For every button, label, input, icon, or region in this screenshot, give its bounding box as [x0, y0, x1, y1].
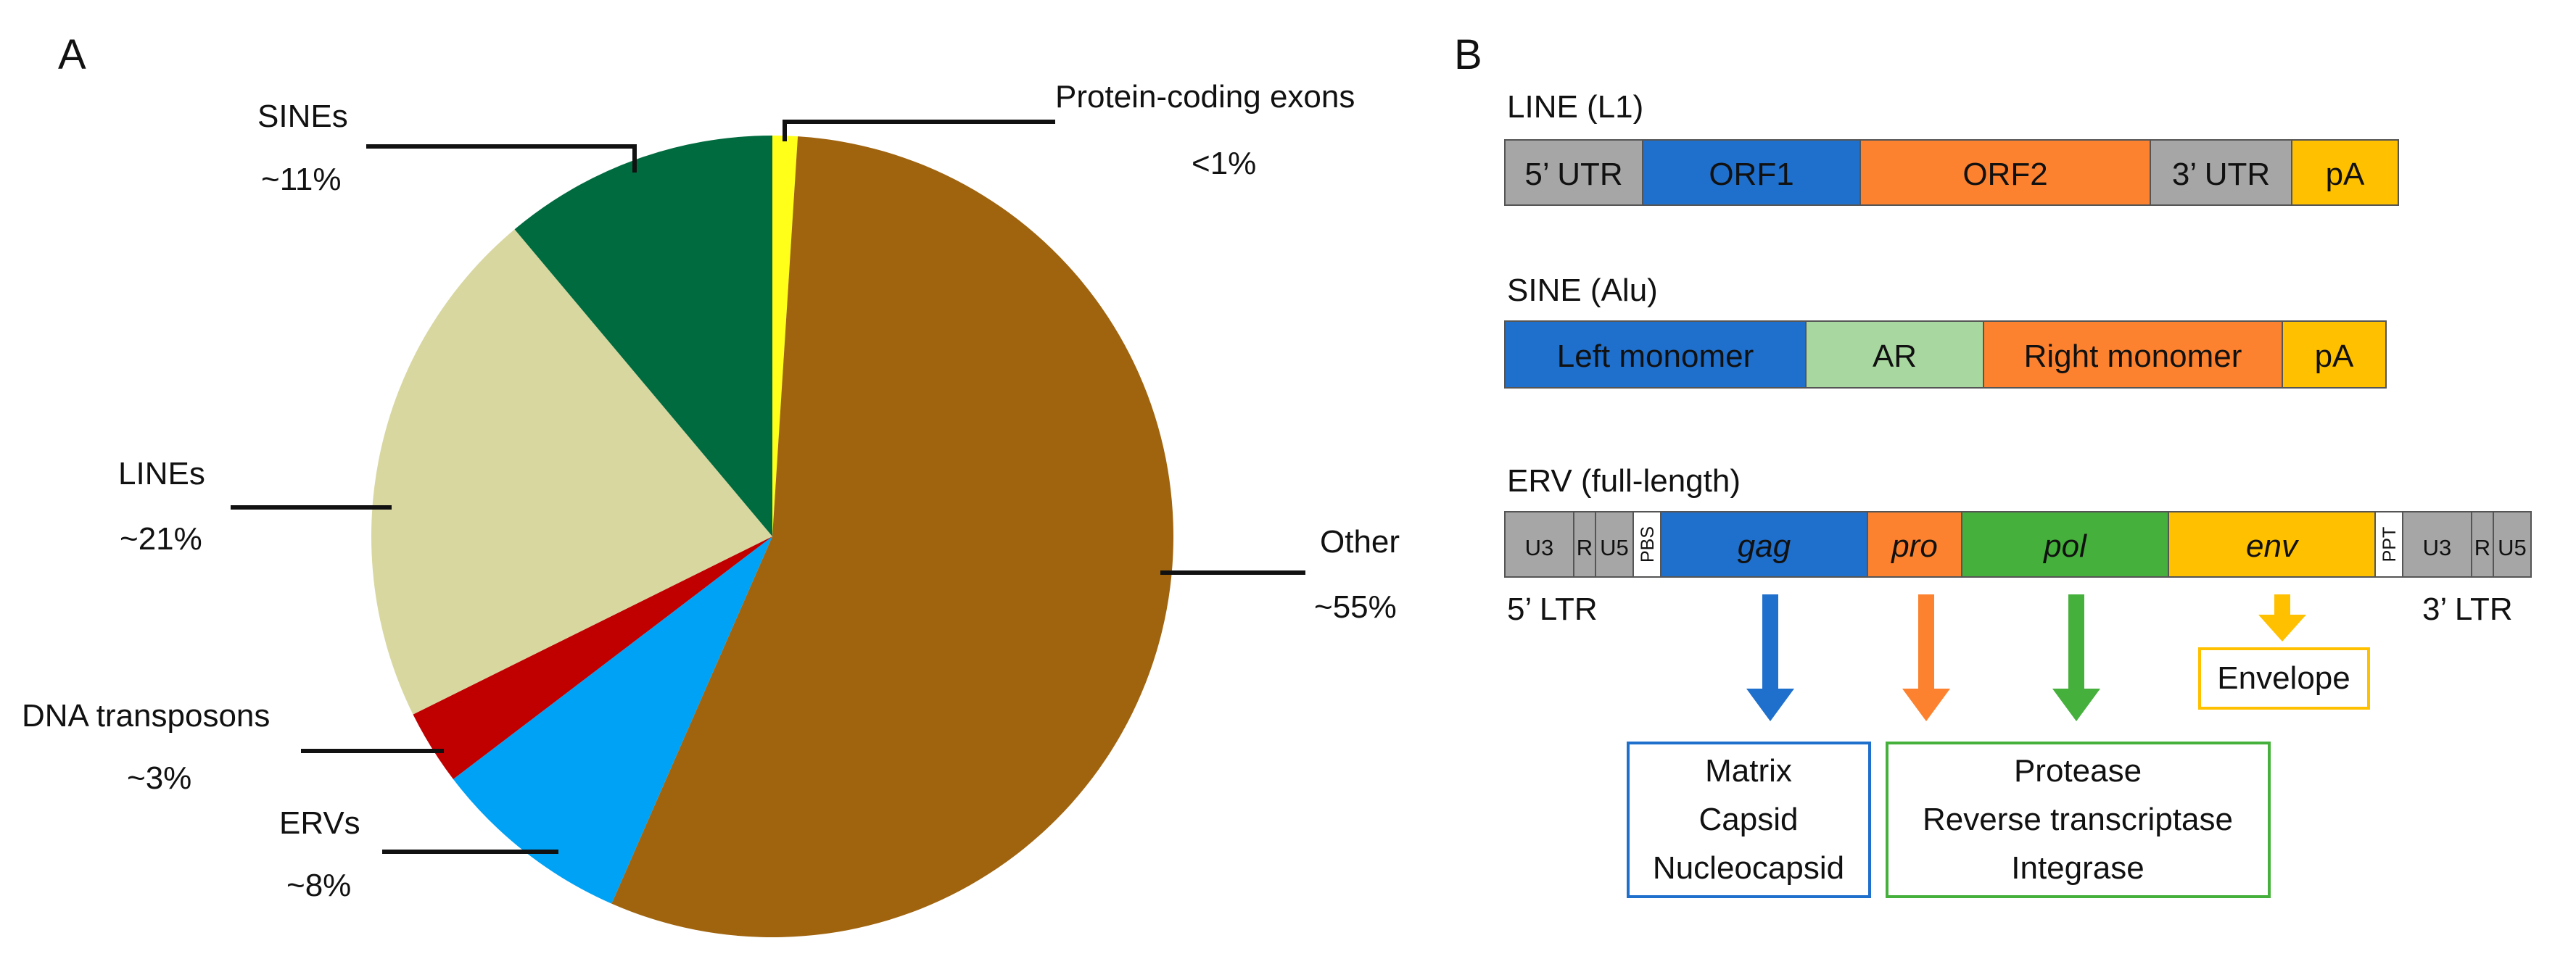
- erv-5-pro-segment: [1867, 511, 1962, 578]
- pol-product-reverse-transcriptase: Reverse transcriptase: [1923, 802, 2233, 837]
- gag-product-capsid: Capsid: [1699, 802, 1799, 837]
- label-protein-coding-value: <1%: [1192, 146, 1256, 181]
- panel-a: A Protein-coding exons <1% Other ~55% ER…: [22, 31, 1400, 937]
- erv-segment-label-3: PBS: [1638, 526, 1658, 562]
- label-ervs-name: ERVs: [279, 805, 360, 841]
- env-arrow: [2258, 594, 2306, 642]
- sine-segment-label-3: pA: [2315, 339, 2354, 374]
- label-sines-value: ~11%: [261, 162, 342, 197]
- envelope-label: Envelope: [2217, 660, 2350, 696]
- erv-0-u3-segment: [1504, 511, 1574, 578]
- erv-segment-label-8: PPT: [2379, 527, 2400, 562]
- erv-8-ppt-segment: [2374, 511, 2403, 578]
- line-title: LINE (L1): [1507, 89, 1643, 125]
- erv-segment-label-6: pol: [2042, 528, 2087, 564]
- erv-11-u5-segment: [2493, 511, 2532, 578]
- pie-leader-lines: [231, 120, 1305, 854]
- line-1-orf1-segment: [1642, 139, 1861, 206]
- erv-title: ERV (full-length): [1507, 463, 1741, 499]
- envelope-box: Envelope: [2198, 647, 2370, 710]
- erv-segment-label-1: R: [1577, 535, 1593, 560]
- erv-segment-label-2: U5: [1600, 535, 1629, 560]
- erv-segment-label-0: U3: [1525, 535, 1554, 560]
- erv-9-u3-segment: [2402, 511, 2472, 578]
- erv-segment-label-5: pro: [1890, 528, 1938, 564]
- erv-5-ltr-label: 5’ LTR: [1507, 591, 1598, 627]
- pie-chart: [371, 136, 1173, 937]
- line-2-orf2-segment: [1859, 139, 2151, 206]
- sine-1-ar-segment: [1805, 320, 1984, 389]
- pie-slice-sines: [514, 136, 772, 536]
- gag-arrow: [1746, 594, 1794, 721]
- sine-track: Left monomer AR Right monomer pA: [1504, 320, 2387, 389]
- pie-slice-protein-coding-exons: [772, 136, 798, 536]
- panel-b-letter: B: [1454, 31, 1482, 78]
- sine-3-pa-segment: [2282, 320, 2387, 389]
- erv-7-env-segment: [2168, 511, 2376, 578]
- erv-1-r-segment: [1573, 511, 1596, 578]
- line-3-3-utr-segment: [2150, 139, 2292, 206]
- line-4-pa-segment: [2291, 139, 2399, 206]
- leader-sines: [366, 144, 637, 173]
- erv-4-gag-segment: [1660, 511, 1868, 578]
- erv-3-ltr-label: 3’ LTR: [2422, 591, 2513, 627]
- pol-products-box: Protease Reverse transcriptase Integrase: [1886, 742, 2271, 898]
- gag-product-matrix: Matrix: [1705, 753, 1792, 789]
- label-lines-value: ~21%: [120, 521, 202, 557]
- pol-product-integrase: Integrase: [2011, 850, 2144, 886]
- erv-track: U3 R U5 PBS gag pro pol env PPT U3 R U5: [1504, 511, 2532, 578]
- line-segment-label-3: 3’ UTR: [2172, 157, 2270, 192]
- line-segment-label-1: ORF1: [1709, 157, 1793, 192]
- sine-title: SINE (Alu): [1507, 273, 1658, 308]
- pie-slice-other: [611, 136, 1173, 937]
- erv-segment-label-11: U5: [2498, 535, 2527, 560]
- label-ervs-value: ~8%: [286, 868, 351, 903]
- pol-arrow: [2052, 594, 2100, 721]
- line-segment-label-4: pA: [2326, 157, 2365, 192]
- label-other-value: ~55%: [1314, 589, 1397, 625]
- line-segment-label-2: ORF2: [1962, 157, 2047, 192]
- gag-products-box: Matrix Capsid Nucleocapsid: [1627, 742, 1871, 898]
- erv-10-r-segment: [2471, 511, 2494, 578]
- panel-a-letter: A: [58, 31, 86, 78]
- erv-segment-label-7: env: [2246, 528, 2300, 564]
- sine-segment-label-1: AR: [1873, 339, 1917, 374]
- erv-segment-label-4: gag: [1738, 528, 1791, 564]
- line-track: 5’ UTR ORF1 ORF2 3’ UTR pA: [1504, 139, 2399, 206]
- label-lines-name: LINEs: [118, 456, 205, 491]
- erv-6-pol-segment: [1961, 511, 2169, 578]
- erv-3-pbs-segment: [1632, 511, 1661, 578]
- label-sines-name: SINEs: [257, 99, 348, 134]
- label-protein-coding-name: Protein-coding exons: [1055, 79, 1355, 115]
- line-segment-label-0: 5’ UTR: [1524, 157, 1622, 192]
- erv-segment-label-9: U3: [2423, 535, 2452, 560]
- gag-product-nucleocapsid: Nucleocapsid: [1653, 850, 1844, 886]
- erv-segment-label-10: R: [2474, 535, 2490, 560]
- sine-segment-label-2: Right monomer: [2024, 339, 2242, 374]
- pie-slice-lines: [371, 229, 772, 715]
- sine-segment-label-0: Left monomer: [1557, 339, 1754, 374]
- pol-product-protease: Protease: [2014, 753, 2142, 789]
- panel-b: B LINE (L1) 5’ UTR ORF1 ORF2 3’ UTR pA SINE …: [1454, 31, 2532, 898]
- pie-slice-ervs: [453, 536, 772, 904]
- leader-protein-coding: [783, 120, 1055, 141]
- pie-slice-dna-transposons: [413, 536, 772, 779]
- label-dna-value: ~3%: [127, 760, 191, 796]
- sine-0-left-monomer-segment: [1504, 320, 1807, 389]
- label-dna-name: DNA transposons: [22, 698, 270, 734]
- label-other-name: Other: [1320, 524, 1400, 560]
- pro-arrow: [1902, 594, 1950, 721]
